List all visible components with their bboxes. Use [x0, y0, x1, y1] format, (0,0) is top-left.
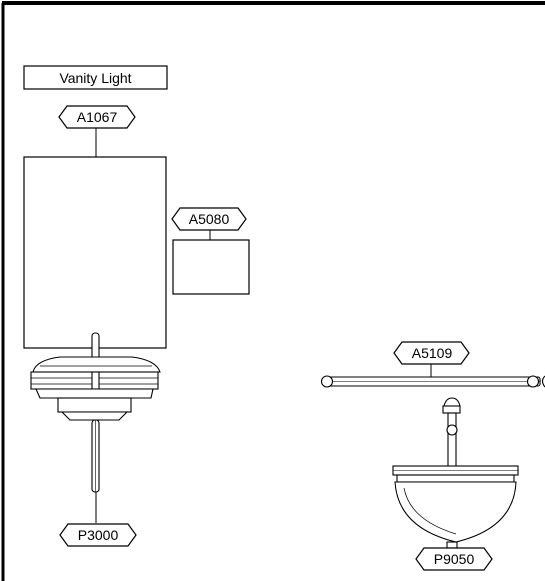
- title-box-label: Vanity Light: [59, 70, 131, 86]
- backplate-a5080[interactable]: [172, 239, 250, 295]
- callout-p3000-label: P3000: [78, 527, 119, 543]
- callout-a5109-label: A5109: [412, 345, 453, 361]
- shade-panel-a1067[interactable]: [23, 156, 167, 349]
- bowl-fixture-p9050[interactable]: [392, 397, 519, 549]
- crossbar-a5109[interactable]: [320, 375, 545, 388]
- callout-a5080[interactable]: A5080: [171, 207, 247, 240]
- callout-p3000[interactable]: P3000: [59, 523, 137, 547]
- callout-p9050[interactable]: P9050: [415, 547, 493, 571]
- callout-a1067[interactable]: A1067: [58, 105, 136, 157]
- callout-a5080-label: A5080: [189, 211, 230, 227]
- callout-p9050-label: P9050: [434, 551, 475, 567]
- callout-a1067-label: A1067: [77, 109, 118, 125]
- callout-a5109[interactable]: A5109: [393, 341, 470, 377]
- title-box: Vanity Light: [23, 65, 168, 90]
- fixture-body-p3000[interactable]: [30, 332, 161, 523]
